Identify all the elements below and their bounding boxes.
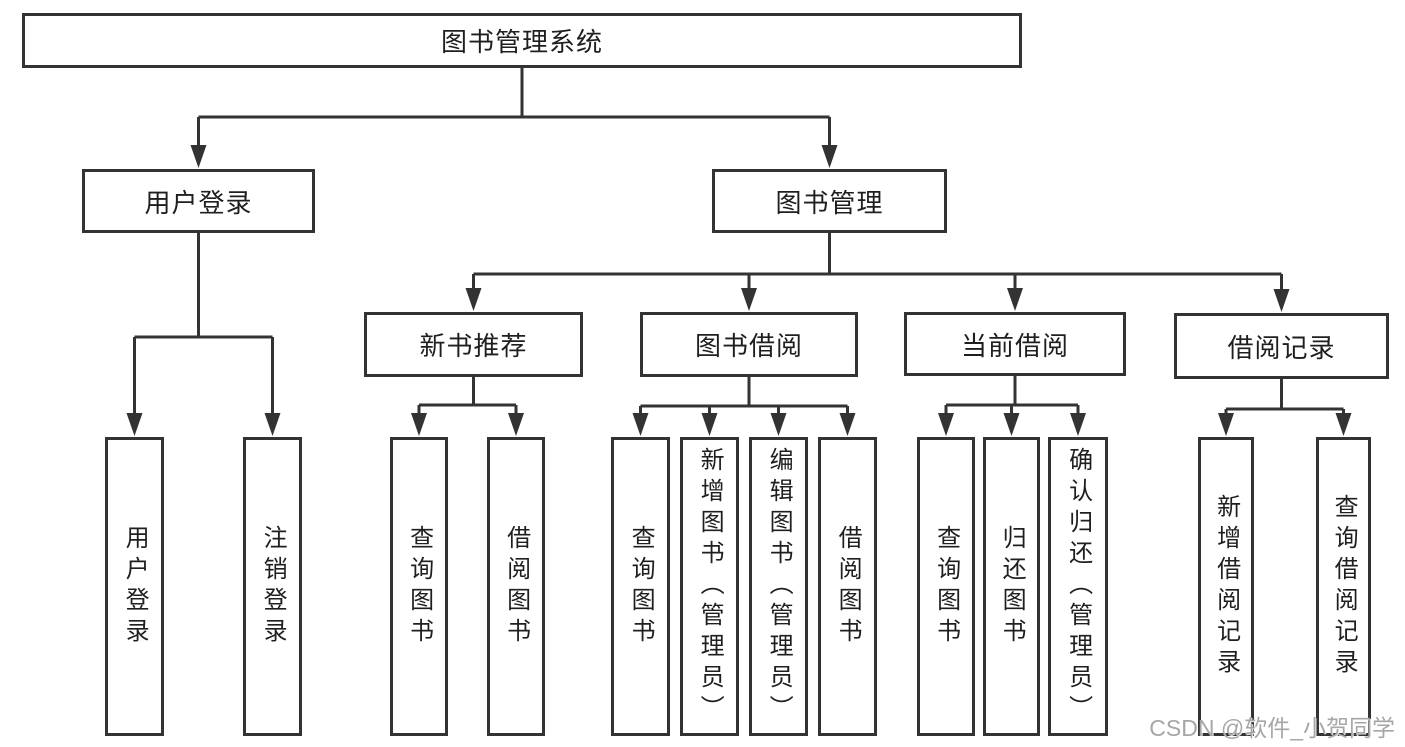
node-root: 图书管理系统 xyxy=(22,13,1022,68)
node-bb-query-books: 查询图书 xyxy=(611,437,670,736)
node-cb-query-books: 查询图书 xyxy=(917,437,975,736)
arrowhead-icon xyxy=(264,413,281,436)
node-label: 图书借阅 xyxy=(694,331,803,361)
node-label: 图书管理 xyxy=(775,187,884,218)
node-ul-logout: 注销登录 xyxy=(243,437,302,736)
node-ul-login: 用户登录 xyxy=(105,437,164,736)
arrowhead-icon xyxy=(1003,413,1020,436)
node-cb-confirm-return: 确认归还（管理员） xyxy=(1048,437,1108,736)
arrowhead-icon xyxy=(1273,289,1290,312)
watermark-text: CSDN @软件_小贺同学 xyxy=(1149,715,1395,741)
node-current-borrow: 当前借阅 xyxy=(904,312,1126,376)
node-bb-add-books: 新增图书（管理员） xyxy=(680,437,739,736)
arrowhead-icon xyxy=(508,413,524,436)
arrowhead-icon xyxy=(126,413,143,436)
node-label: 编辑图书（管理员） xyxy=(765,447,793,726)
node-br-add-record: 新增借阅记录 xyxy=(1198,437,1254,736)
node-label: 用户登录 xyxy=(121,524,149,649)
node-nr-query-books: 查询图书 xyxy=(390,437,448,736)
arrowhead-icon xyxy=(1007,288,1023,311)
node-label: 归还图书 xyxy=(998,524,1026,649)
node-book-borrow: 图书借阅 xyxy=(640,312,858,377)
arrowhead-icon xyxy=(465,288,482,311)
node-label: 查询图书 xyxy=(405,524,433,649)
connector-path xyxy=(133,66,1345,415)
arrowhead-icon xyxy=(938,413,954,436)
arrowhead-icon xyxy=(1218,413,1234,436)
node-nr-borrow-books: 借阅图书 xyxy=(487,437,545,736)
arrowhead-icon xyxy=(1335,413,1352,436)
arrowhead-icon xyxy=(770,413,787,436)
arrowhead-icon xyxy=(411,413,427,436)
node-label: 新增借阅记录 xyxy=(1212,493,1240,680)
node-br-query-record: 查询借阅记录 xyxy=(1316,437,1371,736)
arrowhead-icon xyxy=(741,288,757,311)
node-label: 查询图书 xyxy=(627,524,655,649)
arrowhead-icon xyxy=(839,413,856,436)
node-label: 借阅图书 xyxy=(834,524,862,649)
node-label: 新书推荐 xyxy=(419,331,528,361)
node-label: 借阅图书 xyxy=(502,524,530,649)
node-label: 图书管理系统 xyxy=(440,27,603,57)
node-user-login: 用户登录 xyxy=(82,169,315,233)
node-cb-return-books: 归还图书 xyxy=(983,437,1040,736)
node-bb-edit-books: 编辑图书（管理员） xyxy=(749,437,808,736)
node-borrow-records: 借阅记录 xyxy=(1174,313,1389,379)
node-label: 用户登录 xyxy=(144,187,253,218)
node-label: 当前借阅 xyxy=(960,330,1069,361)
node-label: 新增图书（管理员） xyxy=(696,447,724,726)
node-label: 注销登录 xyxy=(259,524,287,649)
node-book-mgmt: 图书管理 xyxy=(712,169,947,233)
node-label: 查询借阅记录 xyxy=(1330,493,1358,680)
arrowhead-icon xyxy=(1070,413,1086,436)
node-bb-borrow-books: 借阅图书 xyxy=(818,437,877,736)
arrowhead-icon xyxy=(821,145,838,168)
node-label: 确认归还（管理员） xyxy=(1064,447,1092,726)
node-label: 借阅记录 xyxy=(1227,332,1336,363)
node-label: 查询图书 xyxy=(932,524,960,649)
node-new-book-rec: 新书推荐 xyxy=(364,312,583,377)
arrowhead-icon xyxy=(190,145,207,168)
arrowhead-icon xyxy=(632,413,649,436)
arrowhead-icon xyxy=(701,413,718,436)
